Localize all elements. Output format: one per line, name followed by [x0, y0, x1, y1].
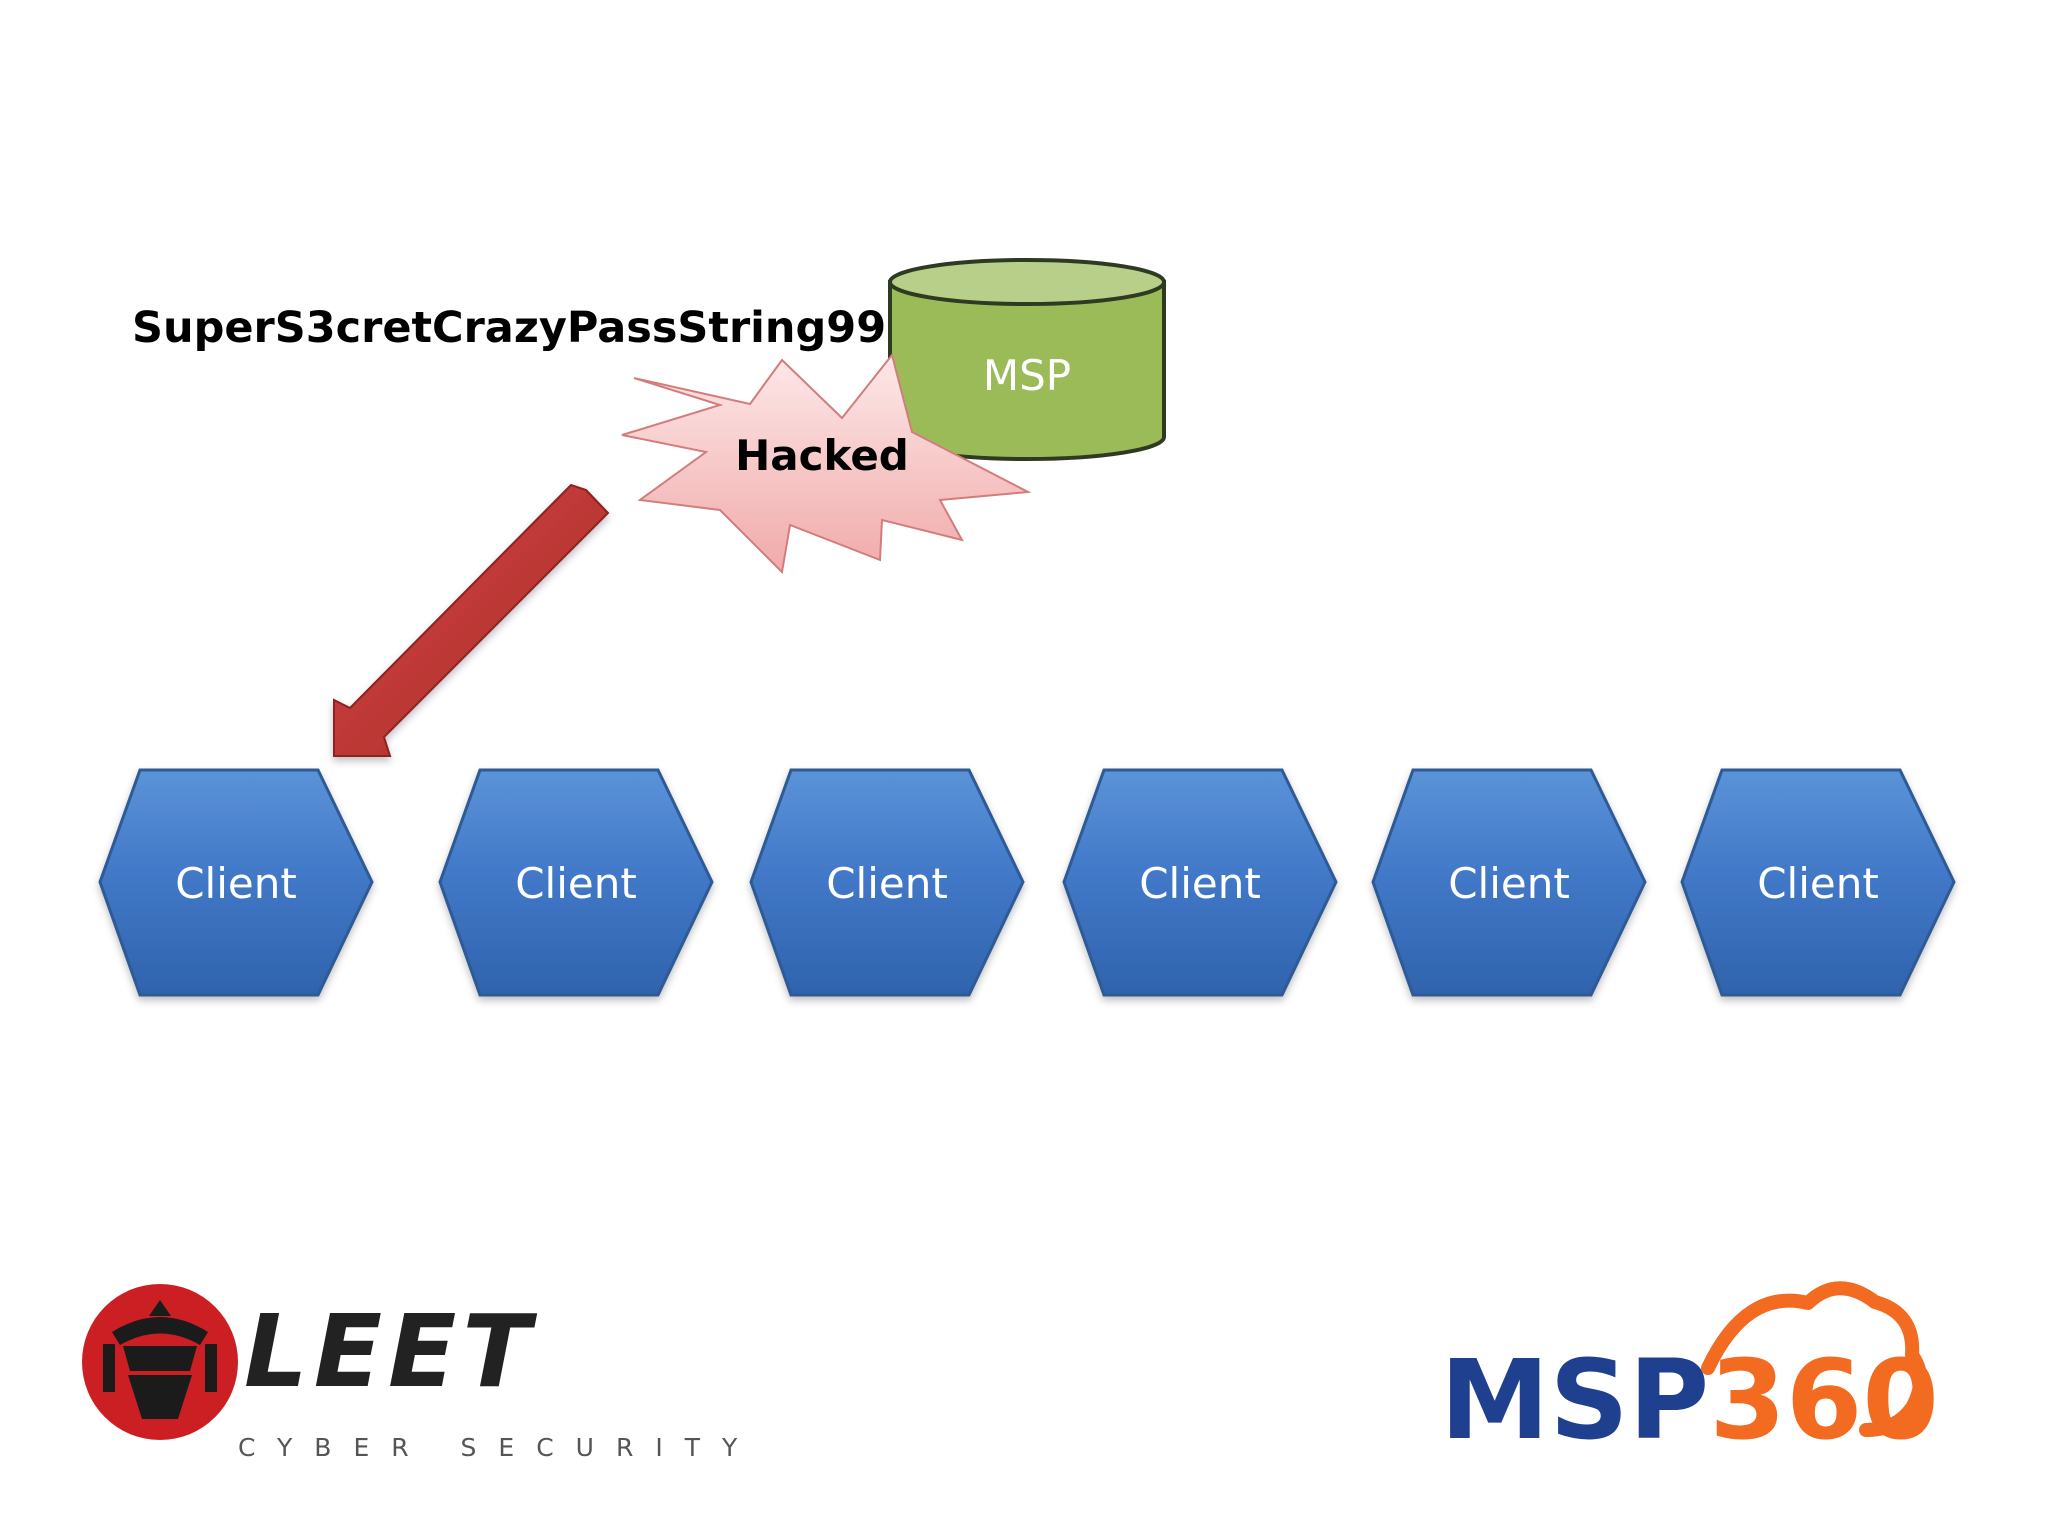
msp-label: MSP: [983, 351, 1071, 400]
msp360-logo: MSP360: [1440, 1281, 1939, 1464]
client-node: Client: [749, 768, 1025, 997]
client-node: Client: [1062, 768, 1338, 997]
client-row: Client Client Client Client Client Clien…: [98, 768, 1956, 997]
msp360-logo-text: MSP360: [1440, 1336, 1939, 1464]
samurai-helmet-icon: [103, 1300, 217, 1419]
client-label: Client: [1139, 859, 1261, 908]
leet-tagline: CYBER SECURITY: [238, 1433, 759, 1462]
client-label: Client: [1448, 859, 1570, 908]
hacked-label: Hacked: [735, 431, 909, 480]
client-label: Client: [1757, 859, 1879, 908]
hacked-burst: Hacked: [621, 352, 1032, 575]
attack-arrow: [333, 483, 610, 757]
client-node: Client: [1680, 768, 1956, 997]
msp-database-cylinder: MSP: [888, 258, 1166, 461]
msp360-logo-part1: MSP: [1440, 1336, 1709, 1464]
password-text: SuperS3cretCrazyPassString99!!: [132, 303, 925, 353]
client-node: Client: [1371, 768, 1647, 997]
leet-cyber-security-logo: LEET CYBER SECURITY: [82, 1284, 759, 1462]
client-node: Client: [98, 768, 374, 997]
client-label: Client: [826, 859, 948, 908]
cloud-icon: [1701, 1281, 1928, 1437]
client-label: Client: [175, 859, 297, 908]
leet-wordmark: LEET: [244, 1293, 537, 1410]
msp360-logo-part2: 360: [1709, 1336, 1939, 1464]
client-node: Client: [438, 768, 714, 997]
client-label: Client: [515, 859, 637, 908]
